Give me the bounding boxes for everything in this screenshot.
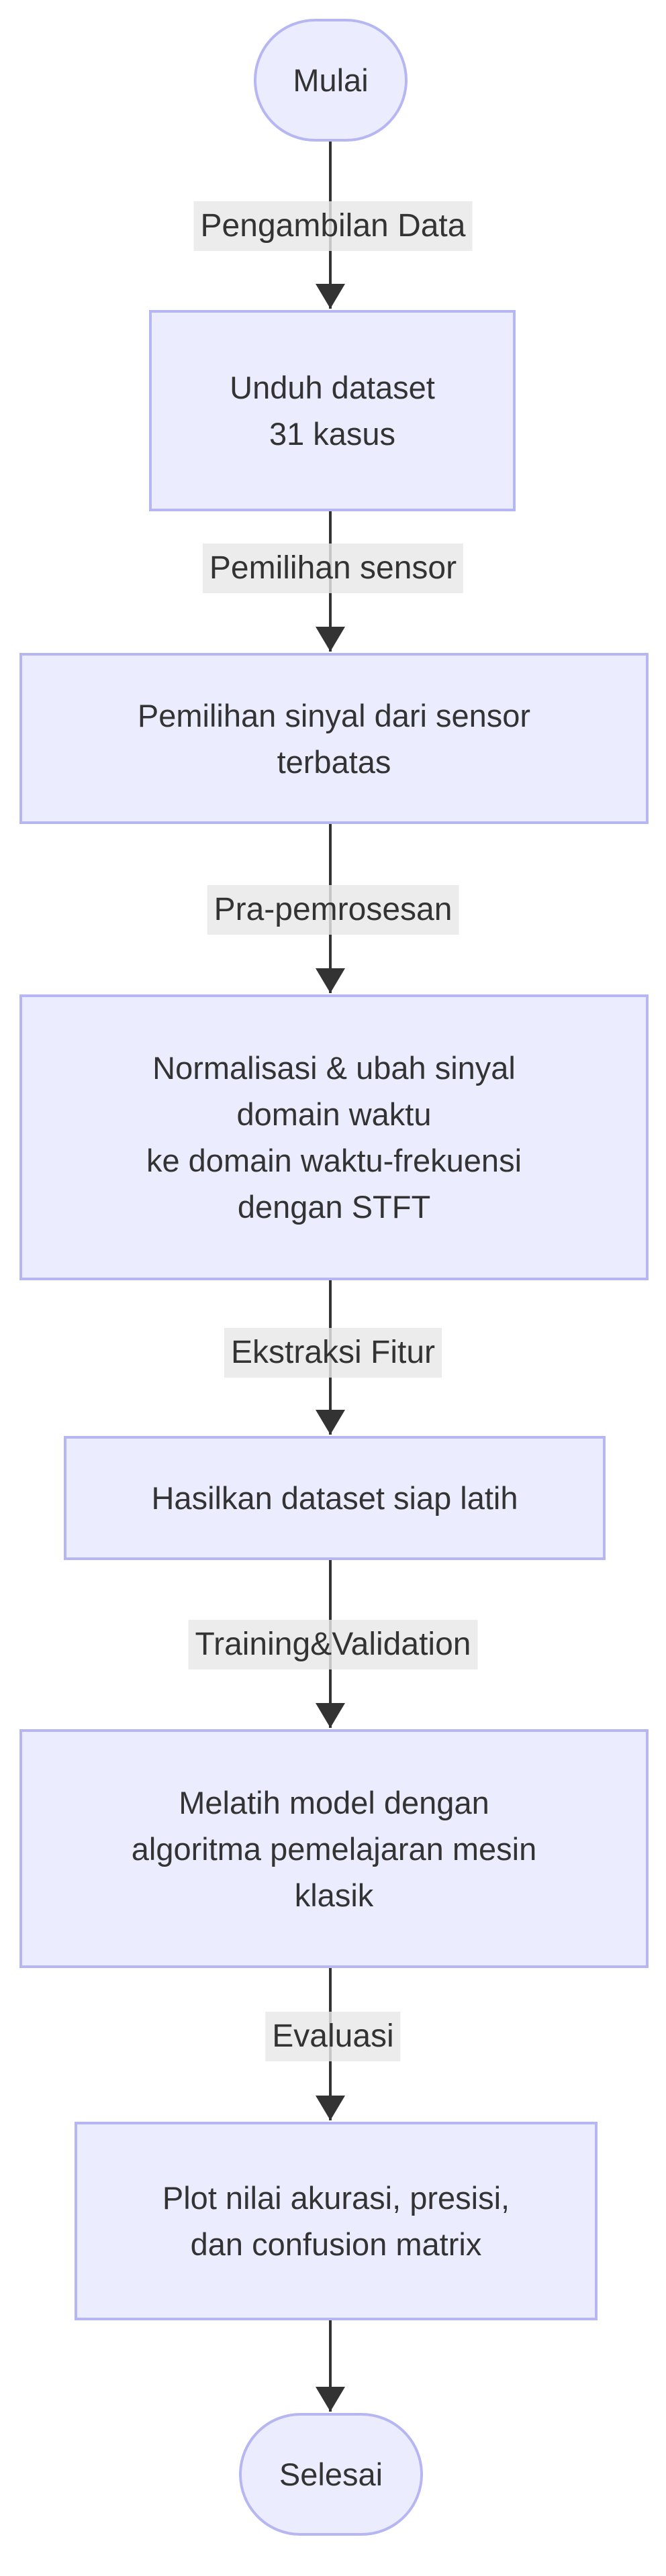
edge-line-7 [329,2320,332,2412]
arrowhead-icon-7 [316,2387,345,2412]
edge-label-pengambilan-data: Pengambilan Data [193,201,473,251]
node-text-line: Plot nilai akurasi, presisi, [162,2180,510,2216]
edge-label-training-validation: Training&Validation [188,1620,478,1669]
node-text-line: Normalisasi & ubah sinyal [152,1050,516,1086]
arrowhead-icon-4 [316,1410,345,1435]
edge-label-evaluasi: Evaluasi [265,2012,401,2061]
process-node-dataset-siap-latih: Hasilkan dataset siap latih [64,1436,606,1560]
arrowhead-icon-6 [316,2096,345,2120]
process-node-unduh-dataset: Unduh dataset 31 kasus [149,310,516,511]
process-node-melatih-model: Melatih model dengan algoritma pemelajar… [19,1729,649,1968]
edge-label-pemilihan-sensor: Pemilihan sensor [202,544,464,593]
node-text-line: Pemilihan sinyal dari sensor [137,697,531,733]
node-text-line: Unduh dataset [230,370,435,405]
start-node-label: Mulai [293,62,369,98]
node-text-line: terbatas [277,743,391,780]
node-text-line: Hasilkan dataset siap latih [151,1480,518,1516]
node-text-line: klasik [294,1877,374,1913]
node-text-line: dan confusion matrix [190,2226,482,2262]
end-node: Selesai [239,2413,423,2536]
node-text-line: domain waktu [236,1096,432,1132]
arrowhead-icon-3 [316,968,345,993]
node-text-line: algoritma pemelajaran mesin [131,1831,537,1867]
node-text-line: Melatih model dengan [179,1784,489,1820]
node-text-line: 31 kasus [269,416,396,452]
arrowhead-icon-5 [316,1703,345,1728]
edge-label-pra-pemrosesan: Pra-pemrosesan [207,885,459,935]
node-text-line: ke domain waktu-frekuensi [146,1143,522,1178]
start-node: Mulai [254,19,408,142]
process-node-plot-hasil: Plot nilai akurasi, presisi, dan confusi… [75,2122,598,2320]
process-node-normalisasi-stft: Normalisasi & ubah sinyal domain waktu k… [19,994,649,1280]
node-text-line: dengan STFT [237,1189,431,1225]
edge-label-ekstraksi-fitur: Ekstraksi Fitur [224,1328,442,1378]
arrowhead-icon-1 [316,284,345,309]
arrowhead-icon-2 [316,627,345,652]
process-node-pemilihan-sinyal: Pemilihan sinyal dari sensor terbatas [19,653,649,824]
end-node-label: Selesai [279,2457,383,2492]
